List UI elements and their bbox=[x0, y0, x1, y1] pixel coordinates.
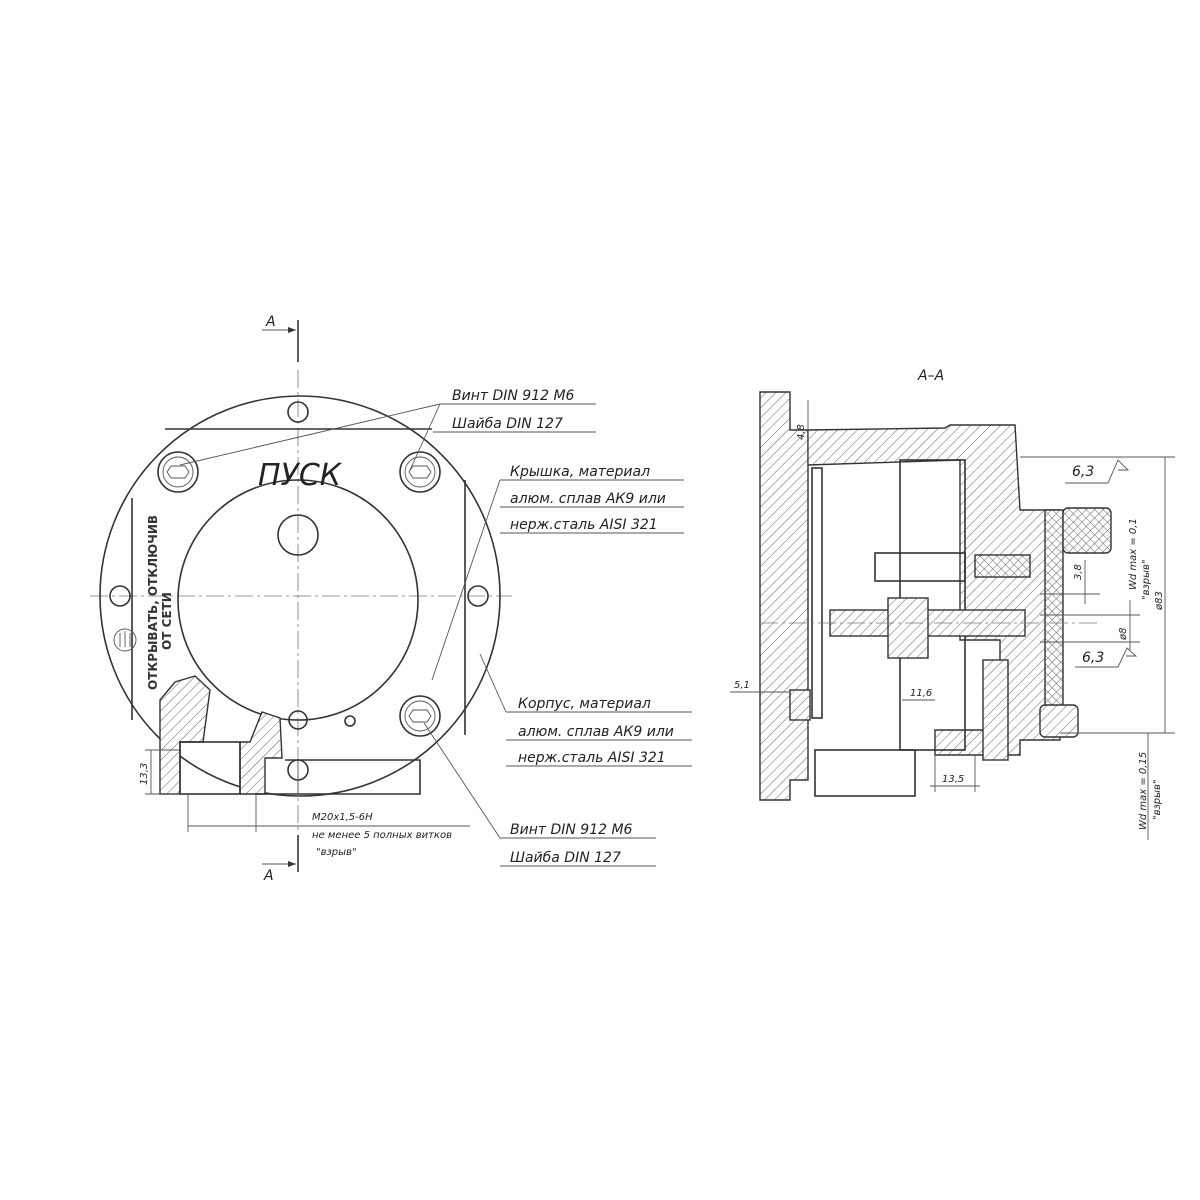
dim-4-8: 4,8 bbox=[796, 400, 809, 465]
svg-text:A: A bbox=[263, 868, 274, 884]
svg-text:13,3: 13,3 bbox=[139, 763, 150, 785]
hole bbox=[109, 585, 131, 607]
svg-text:Корпус, материал: Корпус, материал bbox=[518, 696, 651, 712]
hole bbox=[467, 585, 489, 607]
front-view: A A bbox=[90, 314, 692, 884]
hole-large bbox=[277, 514, 319, 556]
spacer bbox=[874, 552, 966, 582]
hole-small bbox=[344, 715, 356, 727]
start-label: ПУСК bbox=[258, 458, 343, 493]
svg-text:A: A bbox=[265, 314, 276, 330]
section-mark-top: A bbox=[262, 314, 299, 362]
svg-text:ø8: ø8 bbox=[1118, 628, 1129, 641]
svg-text:ОТ СЕТИ: ОТ СЕТИ bbox=[160, 592, 174, 650]
wd-bottom: Wd max = 0,15 "взрыв" bbox=[1138, 733, 1163, 840]
callout-body: Корпус, материал алюм. сплав АК9 или нер… bbox=[479, 653, 692, 767]
svg-text:13,5: 13,5 bbox=[942, 774, 964, 785]
dim-d8: ø8 bbox=[1040, 600, 1140, 650]
dim-5-1: 5,1 bbox=[730, 680, 790, 693]
svg-text:11,6: 11,6 bbox=[910, 688, 932, 699]
svg-text:ø83: ø83 bbox=[1154, 591, 1165, 611]
flange-section bbox=[759, 391, 809, 801]
svg-text:нерж.сталь AISI 321: нерж.сталь AISI 321 bbox=[518, 750, 666, 766]
dim-13-5: 13,5 bbox=[930, 755, 980, 792]
screw-section bbox=[789, 689, 811, 721]
hole bbox=[288, 710, 308, 730]
terminal bbox=[982, 659, 1009, 761]
svg-text:Винт DIN 912 M6: Винт DIN 912 M6 bbox=[452, 388, 575, 404]
svg-text:Wd max = 0,15: Wd max = 0,15 bbox=[1138, 752, 1149, 830]
bolt-head bbox=[1039, 704, 1079, 738]
callout-screw-top: Винт DIN 912 M6 Шайба DIN 127 bbox=[179, 388, 596, 471]
svg-text:Wd max = 0,1: Wd max = 0,1 bbox=[1128, 518, 1139, 590]
svg-text:Винт DIN 912 M6: Винт DIN 912 M6 bbox=[510, 822, 633, 838]
cover-top bbox=[1062, 507, 1112, 554]
section-mark-bottom: A bbox=[262, 835, 299, 884]
flange-outline bbox=[99, 395, 501, 797]
housing-section bbox=[807, 424, 1061, 756]
svg-text:алюм. сплав АК9 или: алюм. сплав АК9 или bbox=[510, 491, 666, 507]
section-view: А–А 4,8 5,1 11,6 bbox=[730, 368, 1175, 840]
svg-text:не менее 5 полных витков: не менее 5 полных витков bbox=[312, 830, 452, 841]
svg-text:5,1: 5,1 bbox=[734, 680, 750, 691]
callout-cover: Крышка, материал алюм. сплав АК9 или нер… bbox=[431, 464, 684, 681]
svg-text:M20x1,5-6H: M20x1,5-6H bbox=[312, 812, 373, 823]
svg-text:Шайба DIN 127: Шайба DIN 127 bbox=[510, 850, 621, 866]
svg-text:Шайба DIN 127: Шайба DIN 127 bbox=[452, 416, 563, 432]
base-outline bbox=[814, 749, 916, 797]
svg-text:"взрыв": "взрыв" bbox=[1141, 559, 1152, 600]
body-edges bbox=[131, 428, 466, 735]
dim-11-6: 11,6 bbox=[902, 688, 935, 701]
cover-window bbox=[177, 479, 419, 721]
roughness-mid: 6,3 bbox=[1075, 647, 1138, 668]
callout-screw-bottom: Винт DIN 912 M6 Шайба DIN 127 bbox=[423, 722, 656, 867]
dimension-13-3: 13,3 bbox=[139, 749, 180, 795]
seal bbox=[974, 554, 1031, 578]
cable-entry-section bbox=[159, 675, 421, 795]
svg-text:3,8: 3,8 bbox=[1073, 564, 1084, 580]
svg-text:"взрыв": "взрыв" bbox=[1152, 779, 1163, 820]
svg-text:нерж.сталь AISI 321: нерж.сталь AISI 321 bbox=[510, 517, 658, 533]
svg-text:алюм. сплав АК9 или: алюм. сплав АК9 или bbox=[518, 724, 674, 740]
warning-text: ОТКРЫВАТЬ, ОТКЛЮЧИВ ОТ СЕТИ bbox=[146, 515, 174, 690]
dim-d83: ø83 Wd max = 0,1 "взрыв" bbox=[1020, 456, 1175, 734]
svg-text:6,3: 6,3 bbox=[1072, 464, 1094, 480]
ground-symbol-icon bbox=[113, 628, 137, 652]
section-title: А–А bbox=[917, 368, 944, 384]
bolt-bottom-right bbox=[399, 695, 441, 737]
bushing bbox=[887, 597, 929, 659]
svg-text:6,3: 6,3 bbox=[1082, 650, 1104, 666]
bolt-top-right bbox=[399, 451, 441, 493]
gasket bbox=[1044, 509, 1064, 733]
svg-text:Крышка, материал: Крышка, материал bbox=[510, 464, 650, 480]
svg-text:"взрыв": "взрыв" bbox=[316, 847, 357, 858]
svg-text:4,8: 4,8 bbox=[796, 424, 807, 440]
hole bbox=[287, 401, 309, 423]
roughness-top: 6,3 bbox=[1065, 459, 1130, 484]
svg-text:ОТКРЫВАТЬ, ОТКЛЮЧИВ: ОТКРЫВАТЬ, ОТКЛЮЧИВ bbox=[146, 515, 160, 690]
dimension-thread: M20x1,5-6H не менее 5 полных витков "взр… bbox=[187, 794, 470, 858]
bolt-top-left bbox=[157, 451, 199, 493]
pcb bbox=[811, 467, 823, 719]
dim-3-8: 3,8 bbox=[1040, 560, 1100, 604]
